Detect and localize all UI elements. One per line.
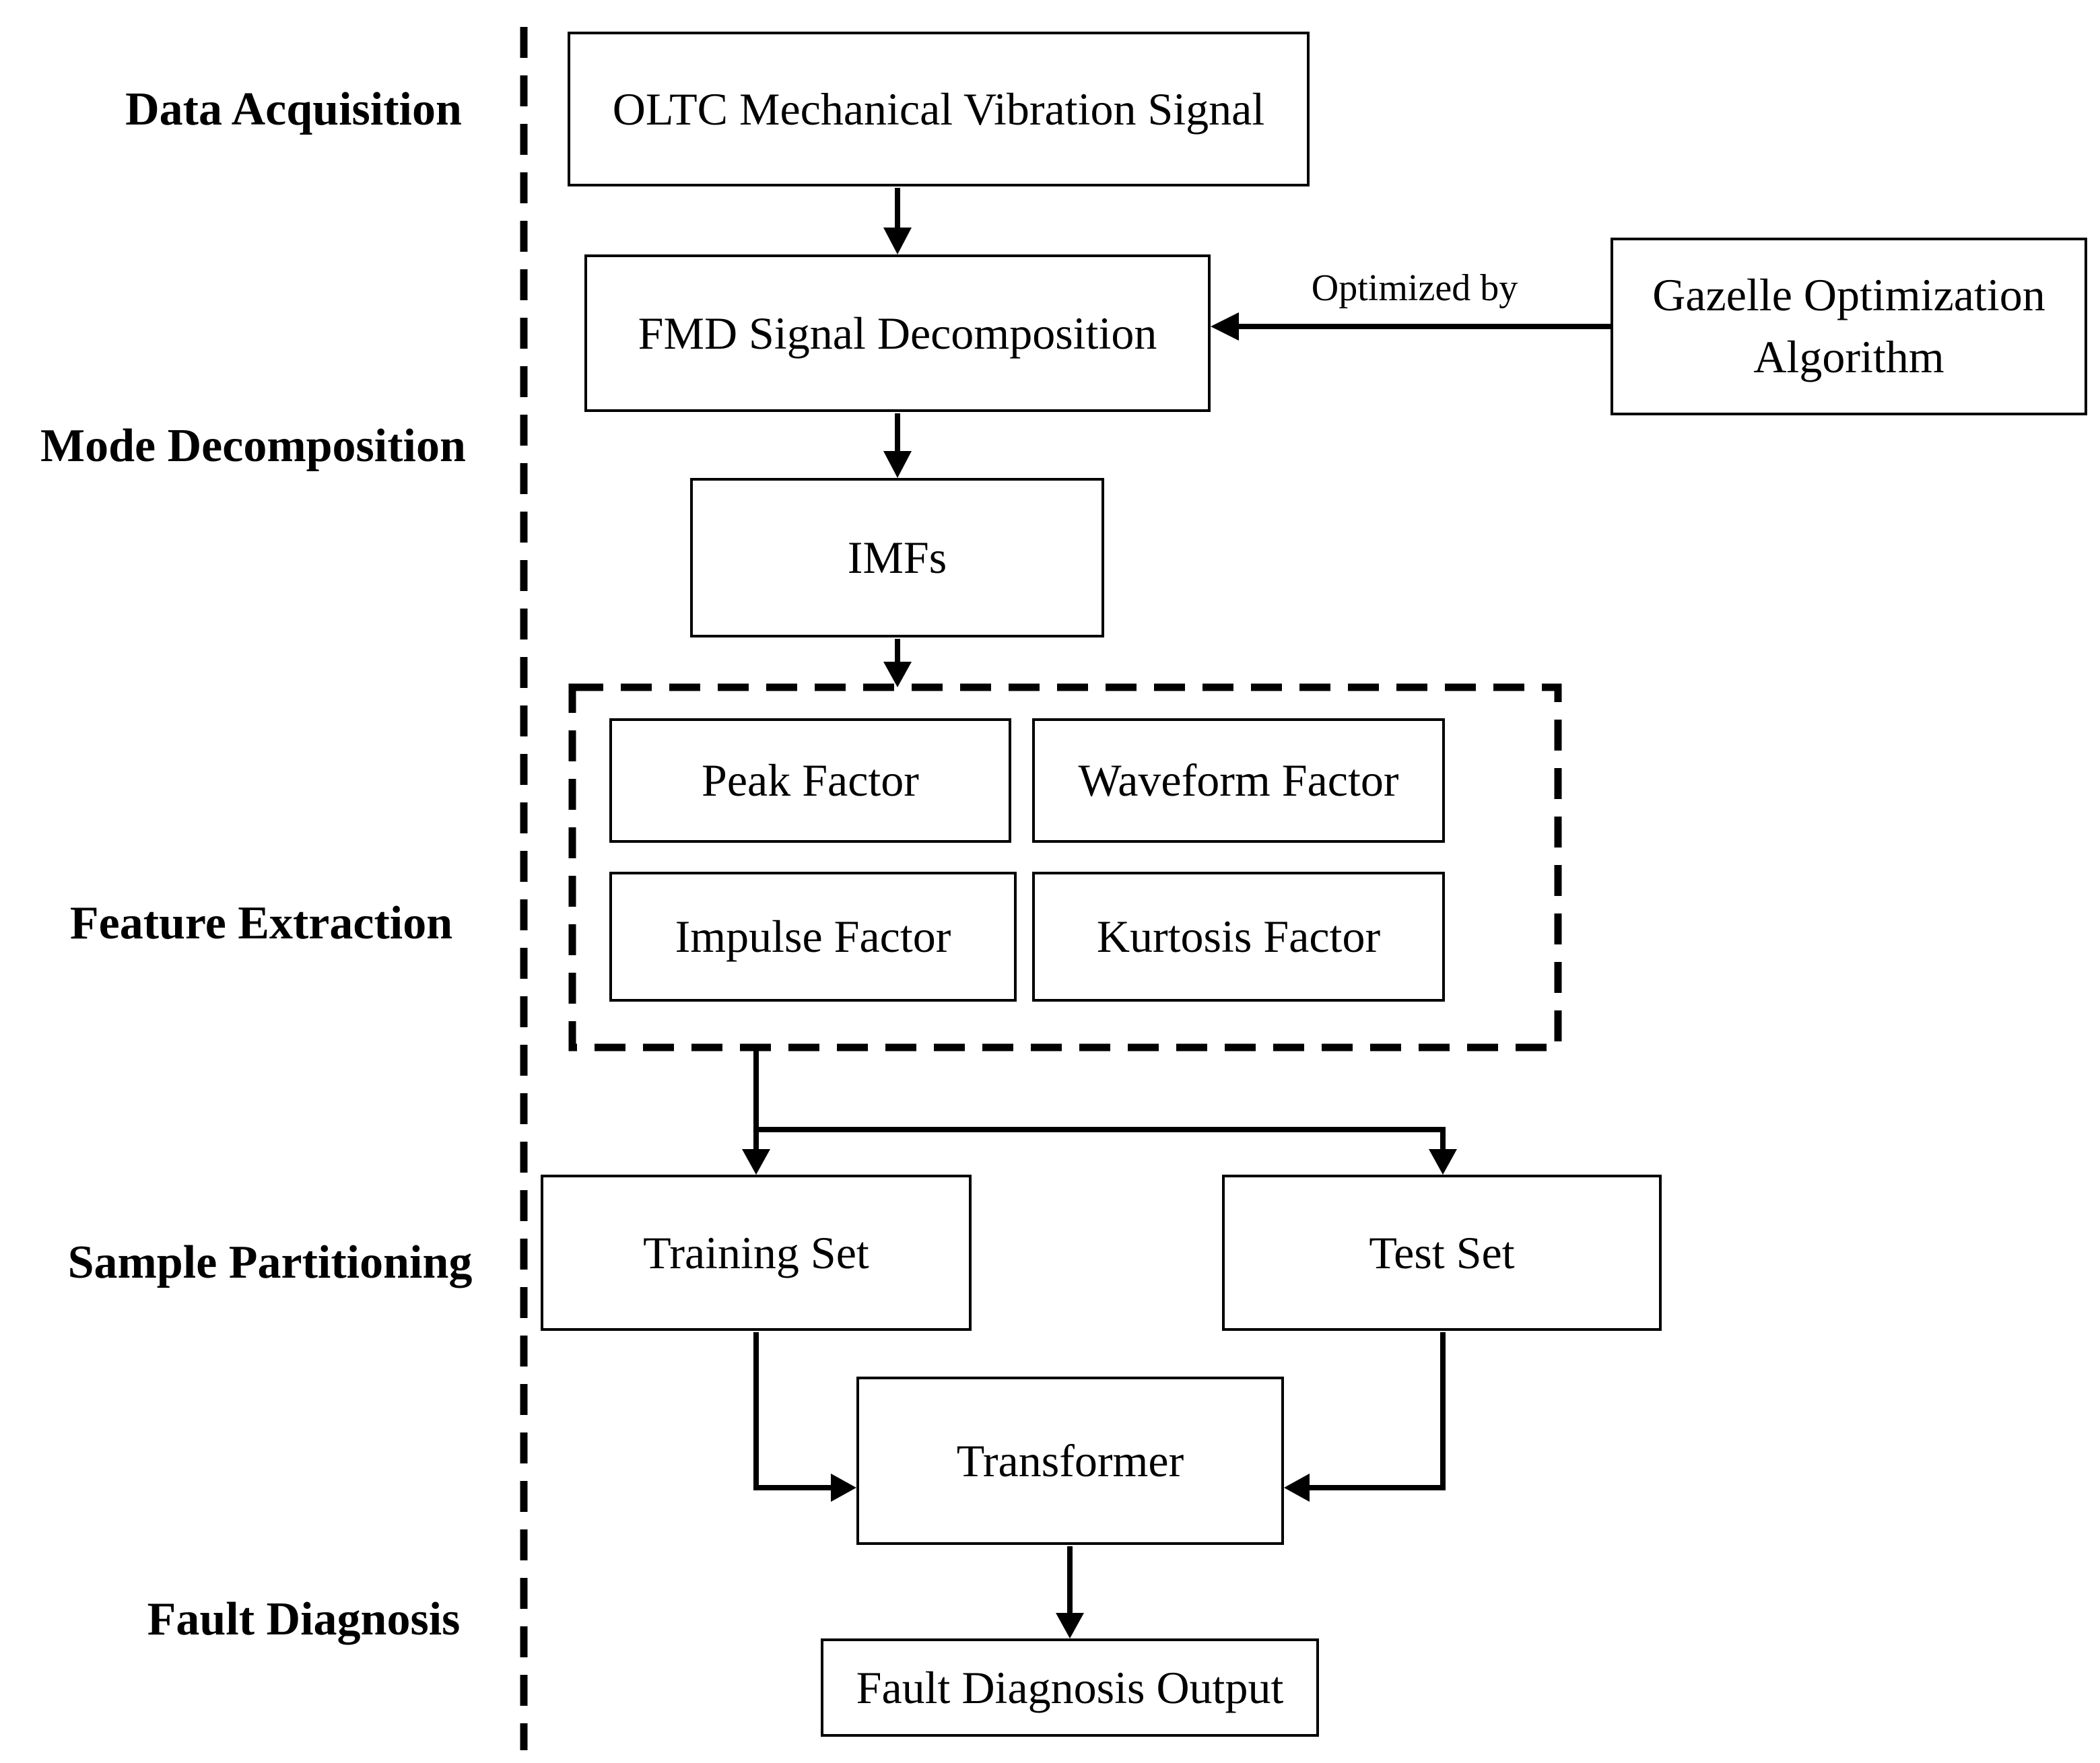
arrowhead-gazelle-fmd [1211, 312, 1239, 341]
node-kurtosis-factor: Kurtosis Factor [1032, 872, 1445, 1002]
node-waveform-factor: Waveform Factor [1032, 718, 1445, 843]
arrowhead-training-transformer [831, 1474, 856, 1502]
arrowhead-fmd-imfs [883, 451, 912, 478]
node-imfs: IMFs [690, 478, 1104, 637]
edge-label-optimized-by: Optimized by [1311, 267, 1518, 309]
arrowhead-transformer-output [1056, 1613, 1084, 1638]
arrowhead-oltc-fmd [883, 228, 912, 254]
node-test-set: Test Set [1222, 1175, 1662, 1331]
stage-label-feature-extraction: Feature Extraction [69, 897, 453, 949]
arrowhead-test [1429, 1149, 1457, 1175]
stage-label-fault-diagnosis: Fault Diagnosis [147, 1593, 461, 1645]
stage-label-data-acquisition: Data Acquisition [125, 83, 462, 135]
node-peak-factor: Peak Factor [609, 718, 1011, 843]
arrowhead-training [742, 1149, 770, 1175]
edge-test-transformer [1306, 1332, 1446, 1490]
arrowhead-test-transformer [1284, 1474, 1310, 1502]
arrowhead-imfs-features [883, 662, 912, 687]
node-training-set: Training Set [541, 1175, 972, 1331]
stage-label-sample-partitioning: Sample Partitioning [67, 1237, 473, 1288]
feature-group-dashed-box [568, 683, 1562, 1051]
node-impulse-factor: Impulse Factor [609, 872, 1017, 1002]
gazelle-text: Gazelle Optimization Algorithm [1652, 265, 2045, 388]
gazelle-text-line1: Gazelle Optimization [1652, 269, 2045, 321]
node-fmd-signal-decomposition: FMD Signal Decomposition [584, 254, 1211, 412]
edge-training-transformer [753, 1332, 835, 1490]
stage-label-mode-decomposition: Mode Decomposition [40, 420, 466, 472]
node-gazelle-optimization-algorithm: Gazelle Optimization Algorithm [1611, 238, 2087, 415]
gazelle-text-line2: Algorithm [1753, 331, 1944, 382]
node-fault-diagnosis-output: Fault Diagnosis Output [821, 1638, 1319, 1737]
node-oltc-vibration-signal: OLTC Mechanical Vibration Signal [568, 32, 1310, 186]
node-transformer: Transformer [856, 1377, 1284, 1545]
